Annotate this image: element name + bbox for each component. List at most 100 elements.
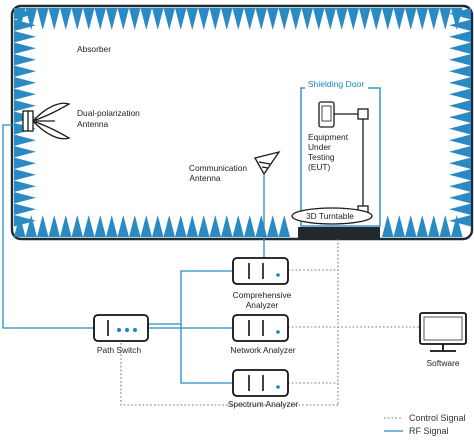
absorber-cone-right <box>449 19 471 31</box>
communication-antenna-icon <box>254 150 281 176</box>
absorber-cone-bottom <box>152 215 164 237</box>
absorber-label: Absorber <box>77 44 111 54</box>
absorber-cone-top <box>221 8 233 30</box>
network-analyzer-device <box>232 314 289 342</box>
absorber-cone-right <box>449 169 471 181</box>
absorber-cone-top <box>336 8 348 30</box>
absorber-cone-left <box>14 157 36 169</box>
absorber-cone-top <box>129 8 141 30</box>
absorber-cone-top <box>301 8 313 30</box>
absorber-cone-bottom <box>14 215 26 237</box>
absorber-cone-bottom <box>163 215 175 237</box>
absorber-cone-right <box>449 146 471 158</box>
absorber-cone-bottom <box>186 215 198 237</box>
absorber-cone-left <box>14 203 36 215</box>
absorber-cone-right <box>449 111 471 123</box>
absorber-cone-left <box>14 19 36 31</box>
control-line-path-switch <box>120 343 338 406</box>
absorber-cone-right <box>449 157 471 169</box>
absorber-cone-bottom <box>221 215 233 237</box>
absorber-cone-bottom <box>451 215 463 237</box>
absorber-cone-top <box>94 8 106 30</box>
absorber-cone-top <box>439 8 451 30</box>
absorber-cone-left <box>14 8 36 20</box>
absorber-cone-right <box>449 203 471 215</box>
absorber-cone-top <box>405 8 417 30</box>
eut-label-line1: Equipment <box>308 132 349 142</box>
absorber-cone-top <box>347 8 359 30</box>
absorber-cone-left <box>14 169 36 181</box>
shielding-door-label: Shielding Door <box>308 79 365 89</box>
absorber-cone-right <box>449 88 471 100</box>
absorber-cone-top <box>60 8 72 30</box>
path-switch-device <box>93 314 149 342</box>
absorber-cone-right <box>449 123 471 135</box>
absorber-cone-bottom <box>278 215 290 237</box>
absorber-cone-left <box>14 54 36 66</box>
absorber-cone-bottom <box>71 215 83 237</box>
eut-label-line2: Under <box>308 142 331 152</box>
dual-polarization-antenna-icon <box>22 102 71 140</box>
absorber-cone-top <box>370 8 382 30</box>
absorber-cone-right <box>449 100 471 112</box>
absorber-cone-bottom <box>175 215 187 237</box>
spectrum-analyzer-label: Spectrum Analyzer <box>228 399 298 409</box>
rf-signal-lines <box>2 124 265 384</box>
absorber-cone-top <box>186 8 198 30</box>
communication-antenna-label-line2: Antenna <box>189 173 221 183</box>
absorber-cone-left <box>14 192 36 204</box>
comprehensive-analyzer-label-line2: Analyzer <box>246 300 279 310</box>
absorber-cone-bottom <box>382 215 394 237</box>
comprehensive-analyzer-label-line1: Comprehensive <box>233 290 292 300</box>
absorber-cone-bottom <box>140 215 152 237</box>
absorber-cone-bottom <box>83 215 95 237</box>
absorber-cone-left <box>14 31 36 43</box>
absorber-cone-top <box>163 8 175 30</box>
turntable-label: 3D Turntable <box>306 211 354 221</box>
absorber-cone-left <box>14 77 36 89</box>
absorber-cone-top <box>324 8 336 30</box>
absorber-cone-left <box>14 146 36 158</box>
absorber-cone-left <box>14 42 36 54</box>
absorber-cone-bottom <box>198 215 210 237</box>
absorber-cone-top <box>83 8 95 30</box>
eut-label-line3: Testing <box>308 152 335 162</box>
eut-label-line4: (EUT) <box>308 162 331 172</box>
rf-line-path-switch-to-comprehensive <box>148 270 233 325</box>
absorber-cone-bottom <box>428 215 440 237</box>
turntable-base <box>298 227 380 239</box>
absorber-cone-bottom <box>37 215 49 237</box>
absorber-cone-top <box>313 8 325 30</box>
absorber-cone-top <box>290 8 302 30</box>
control-signal-lines <box>120 239 420 406</box>
network-analyzer-label: Network Analyzer <box>230 345 295 355</box>
absorber-cone-bottom <box>267 215 279 237</box>
path-switch-label: Path Switch <box>97 345 142 355</box>
absorber-cone-top <box>140 8 152 30</box>
absorber-cone-bottom <box>117 215 129 237</box>
absorber-cone-right <box>449 215 471 227</box>
absorber-cone-bottom <box>405 215 417 237</box>
absorber-cone-top <box>255 8 267 30</box>
shielding-door-label-bg <box>305 79 368 91</box>
absorber-cone-right <box>449 134 471 146</box>
eut-phone-icon <box>318 101 335 128</box>
absorber-cone-right <box>449 192 471 204</box>
absorber-cone-bottom <box>94 215 106 237</box>
software-monitor-icon <box>419 312 467 352</box>
absorber-cone-top <box>382 8 394 30</box>
absorber-cone-top <box>48 8 60 30</box>
absorber-cone-bottom <box>416 215 428 237</box>
absorber-cone-left <box>14 134 36 146</box>
dual-polarization-antenna-label-line1: Dual-polarization <box>77 108 140 118</box>
absorber-cone-bottom <box>106 215 118 237</box>
absorber-cone-bottom <box>244 215 256 237</box>
absorber-cone-bottom <box>60 215 72 237</box>
absorber-cone-left <box>14 65 36 77</box>
absorber-cone-top <box>71 8 83 30</box>
absorber-cone-top <box>428 8 440 30</box>
absorber-cone-top <box>232 8 244 30</box>
absorber-cone-left <box>14 180 36 192</box>
absorber-cone-top <box>393 8 405 30</box>
